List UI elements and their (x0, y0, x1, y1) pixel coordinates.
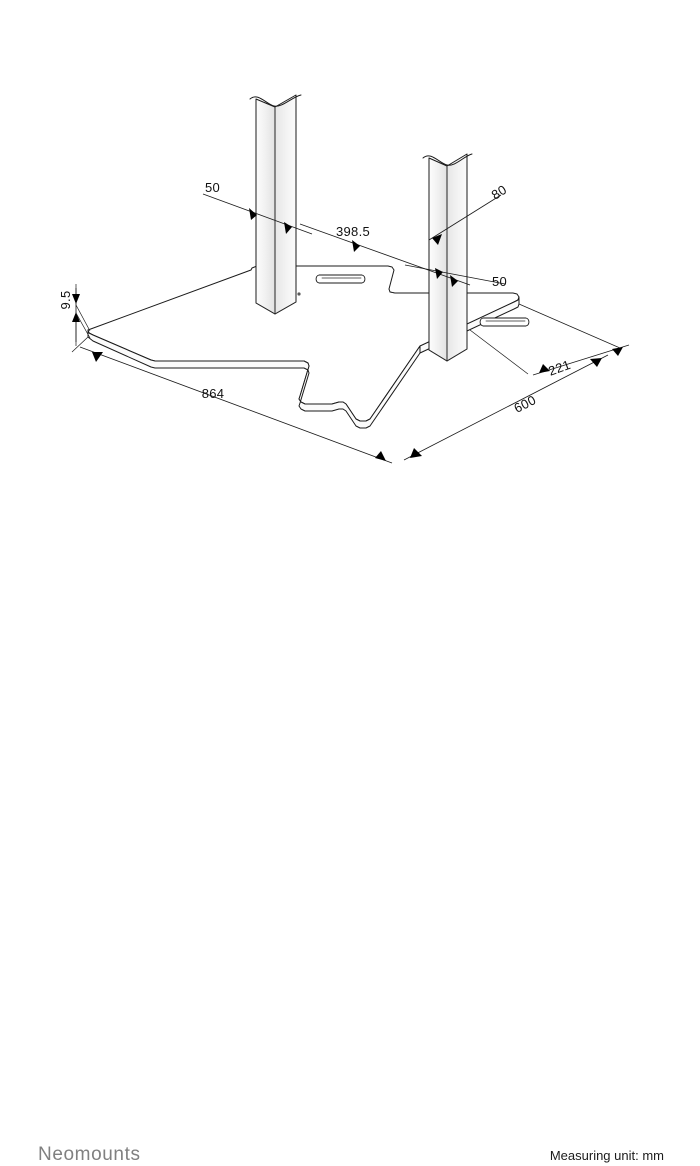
dimension-plate-width: 864 (71, 336, 393, 464)
footer: Neomounts Measuring unit: mm (0, 560, 700, 1165)
plate-fillet-detail-a (388, 288, 396, 294)
dimension-label-9-5: 9.5 (58, 291, 73, 310)
dimension-post-right-depth: 80 (428, 182, 510, 245)
dimension-post-left-width: 50 (202, 180, 313, 235)
brand-logo: Neomounts (38, 1144, 141, 1165)
measuring-unit-note: Measuring unit: mm (549, 1148, 664, 1163)
dimension-label-50-right: 50 (492, 274, 507, 289)
dimension-plate-thickness: 9.5 (58, 284, 91, 346)
post-left-face-a (255, 98, 276, 315)
post-right-break-line (422, 153, 473, 166)
plate-slot-right (479, 317, 530, 327)
dimension-label-221: 221 (546, 357, 572, 379)
reference-dot-left (297, 292, 301, 296)
post-left (249, 94, 302, 315)
dimension-label-398-5: 398.5 (336, 224, 370, 239)
dimension-plate-notch-depth: 221 (469, 329, 630, 379)
post-left-face-b (274, 94, 297, 315)
drawing-canvas: 50 398.5 80 50 (58, 94, 630, 464)
post-left-break-line (249, 94, 302, 107)
dimension-label-600: 600 (511, 392, 538, 416)
dimension-label-864: 864 (202, 386, 225, 401)
post-right (422, 153, 473, 362)
post-right-face-a (428, 157, 448, 362)
dimension-post-right-width: 50 (404, 264, 507, 289)
technical-drawing-root: 50 398.5 80 50 (0, 94, 700, 1165)
plate-slot-left (315, 274, 366, 284)
post-right-face-b (446, 153, 468, 362)
plate-fillet-detail-b (303, 360, 310, 367)
dimension-label-80: 80 (489, 182, 510, 203)
dimension-post-spacing: 398.5 (299, 223, 471, 287)
dimension-label-50-left: 50 (205, 180, 220, 195)
